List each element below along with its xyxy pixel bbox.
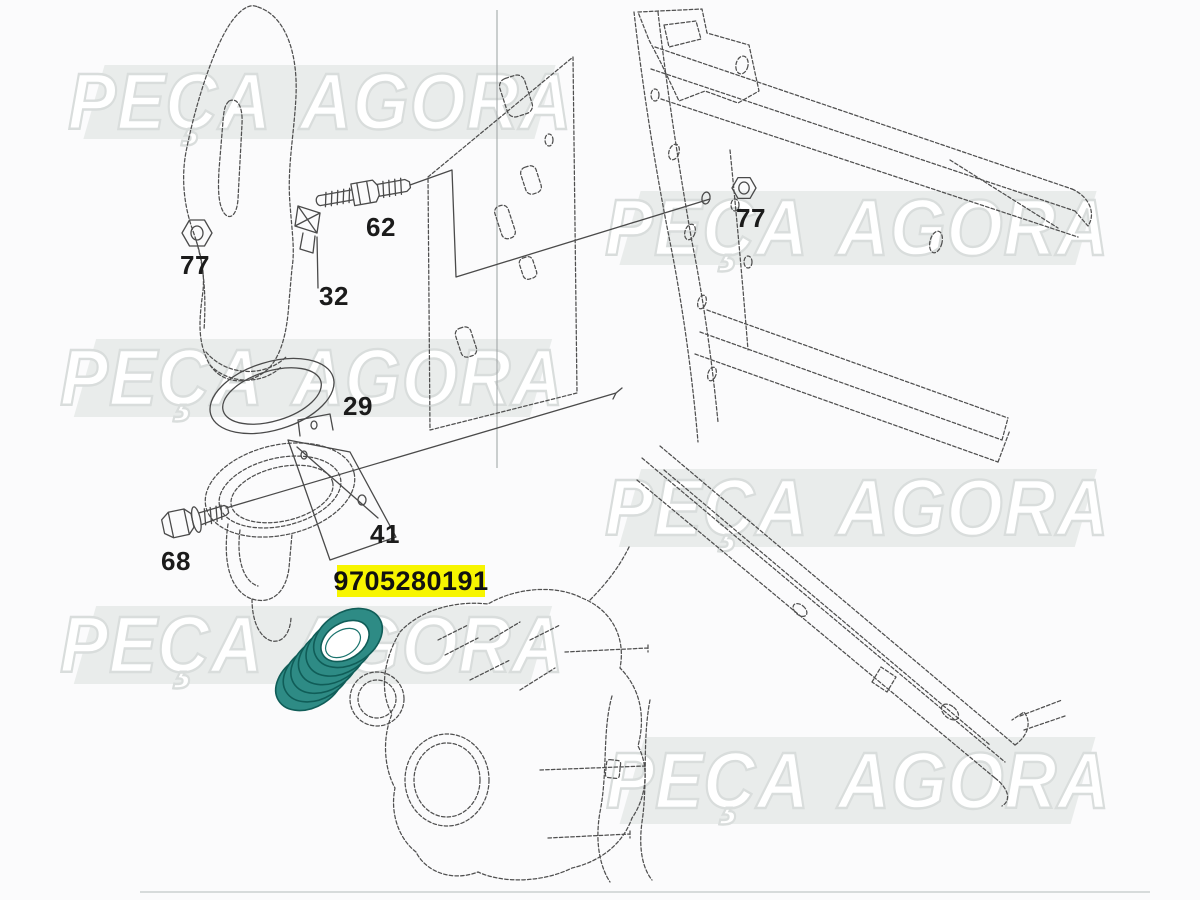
bolt-62: [315, 177, 412, 208]
watermark: PEÇA AGORA: [605, 722, 1110, 840]
watermark-text: PEÇA AGORA: [604, 462, 1110, 552]
part-label-62: 62: [366, 212, 396, 242]
part-label-77-left: 77: [180, 250, 210, 280]
leader-line-62-to-frame: [409, 169, 711, 278]
part-label-77-right: 77: [736, 203, 766, 233]
watermark-text: PEÇA AGORA: [67, 57, 573, 146]
transmission-housing: [349, 588, 649, 881]
watermark: PEÇA AGORA: [604, 178, 1110, 278]
leader-line-68-to-frame: [225, 387, 623, 509]
bolt-68: [161, 504, 230, 539]
watermark-text: PEÇA AGORA: [604, 183, 1110, 272]
part-label-68: 68: [161, 546, 191, 576]
watermark: PEÇA AGORA: [67, 52, 573, 152]
part-label-29: 29: [343, 391, 373, 421]
gasket-29: [209, 357, 335, 435]
housing-bracket-41: [204, 413, 397, 642]
duct-clamp: [294, 205, 321, 289]
corrugated-hose-highlighted: [274, 607, 384, 712]
air-duct-32: [183, 5, 321, 382]
nut-77-left: [181, 219, 213, 247]
firewall-panel: [427, 56, 578, 431]
watermark: PEÇA AGORA: [59, 325, 565, 430]
nut-77-frame: [731, 176, 757, 200]
watermark: PEÇA AGORA: [604, 455, 1110, 560]
part-label-41: 41: [370, 519, 400, 549]
highlighted-part-number: 9705280191: [333, 565, 489, 597]
part-label-32: 32: [319, 281, 349, 311]
watermark-text: PEÇA AGORA: [59, 332, 565, 422]
watermark-text: PEÇA AGORA: [605, 736, 1111, 825]
truck-frame: [589, 8, 1093, 883]
